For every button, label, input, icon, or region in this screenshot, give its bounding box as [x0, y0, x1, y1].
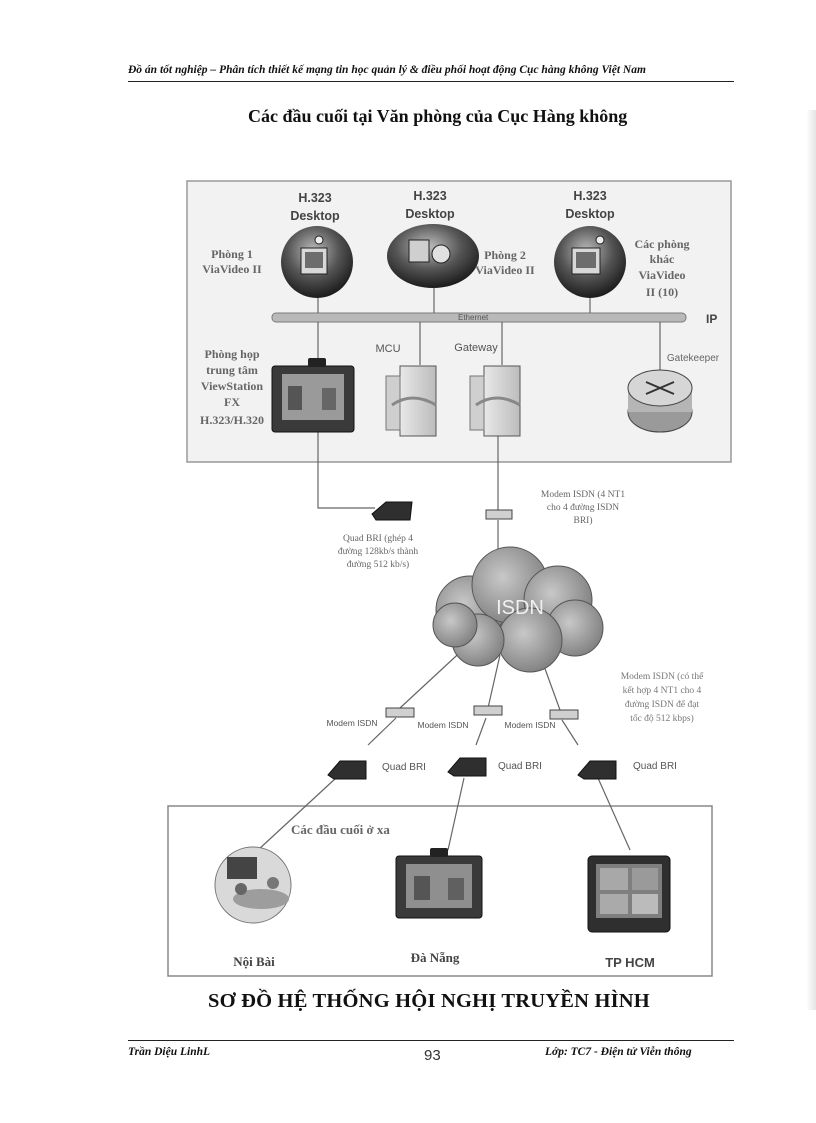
modem-3 — [549, 709, 579, 720]
remote-frame — [167, 805, 713, 977]
modem-1-label: Modem ISDN — [326, 718, 377, 728]
quad-bri-3-label: Quad BRI — [633, 761, 677, 772]
quad-bri-2 — [447, 757, 487, 777]
desktop-1-type: Desktop — [290, 209, 340, 223]
gatekeeper-router — [627, 369, 693, 433]
meeting-line-4: FX — [224, 395, 240, 409]
room-3-line-4: II (10) — [646, 285, 678, 299]
gateway-label: Gateway — [454, 342, 498, 354]
page-number: 93 — [424, 1047, 441, 1064]
desktop-2-type: Desktop — [405, 207, 455, 221]
desktop-3-type: Desktop — [565, 207, 615, 221]
desktop-1-std: H.323 — [298, 191, 331, 205]
noi-bai-room — [214, 846, 292, 924]
room-3-line-1: Các phòng — [634, 237, 689, 251]
room-3-line-2: khác — [650, 252, 675, 266]
room-1-line-1: Phòng 1 — [211, 247, 253, 261]
desktop-3-std: H.323 — [573, 189, 606, 203]
meeting-line-5: H.323/H.320 — [200, 413, 264, 427]
meeting-line-2: trung tâm — [206, 363, 258, 377]
gatekeeper-label: Gatekeeper — [667, 353, 720, 364]
modem-top-line-2: cho 4 đường ISDN — [547, 503, 619, 513]
quad-top-line-1: Quad BRI (ghép 4 — [343, 533, 413, 544]
modem-top-line-1: Modem ISDN (4 NT1 — [541, 489, 625, 500]
room-3-line-3: ViaVideo — [638, 268, 685, 282]
modem-top — [485, 509, 513, 520]
da-nang-tv — [395, 848, 483, 919]
site-noi-bai: Nội Bài — [233, 954, 275, 969]
quad-bri-2-label: Quad BRI — [498, 761, 542, 772]
quad-top-line-2: đường 128kb/s thành — [338, 547, 419, 557]
ethernet-label: Ethernet — [458, 313, 489, 322]
desktop-camera-1 — [281, 226, 353, 298]
page-header: Đồ án tốt nghiệp – Phân tích thiết kế mạ… — [128, 64, 646, 76]
modem-note-line-1: Modem ISDN (có thể — [621, 671, 704, 682]
remote-title: Các đầu cuối ở xa — [291, 822, 390, 837]
quad-bri-1 — [327, 760, 367, 780]
gateway-device — [469, 365, 521, 437]
system-title: SƠ ĐỒ HỆ THỐNG HỘI NGHỊ TRUYỀN HÌNH — [208, 990, 650, 1012]
room-2-line-1: Phòng 2 — [484, 248, 526, 262]
quad-bri-top — [371, 501, 413, 521]
footer-rule — [128, 1040, 734, 1041]
quad-bri-3 — [577, 760, 617, 780]
modem-note-line-4: tốc độ 512 kbps) — [630, 713, 694, 724]
room-2-line-2: ViaVideo II — [475, 263, 535, 277]
modem-3-label: Modem ISDN — [504, 720, 555, 730]
modem-2 — [473, 705, 503, 716]
ethernet-bus — [271, 312, 687, 323]
meeting-line-3: ViewStation — [201, 379, 264, 393]
desktop-camera-3 — [554, 226, 626, 298]
quad-top-line-3: đường 512 kb/s) — [347, 559, 409, 570]
room-1-line-2: ViaVideo II — [202, 262, 262, 276]
header-rule — [128, 81, 734, 82]
meeting-line-1: Phòng họp — [204, 347, 259, 361]
desktop-2-std: H.323 — [413, 189, 446, 203]
figure-title: Các đầu cuối tại Văn phòng của Cục Hàng … — [248, 106, 628, 126]
footer-class: Lớp: TC7 - Điện tử Viễn thông — [545, 1046, 692, 1058]
footer-author: Trần Diệu LinhL — [128, 1046, 211, 1058]
modem-2-label: Modem ISDN — [417, 720, 468, 730]
modem-note-line-2: kết hợp 4 NT1 cho 4 — [623, 685, 702, 696]
modem-1 — [385, 707, 415, 718]
mcu-device — [385, 365, 437, 437]
scan-edge-shadow — [806, 110, 816, 1010]
modem-top-line-3: BRI) — [574, 515, 593, 526]
isdn-label: ISDN — [496, 597, 544, 619]
viewstation-tv — [271, 358, 355, 433]
site-tp-hcm: TP HCM — [605, 955, 655, 970]
tp-hcm-tv — [587, 855, 671, 933]
ip-label: IP — [706, 312, 717, 326]
desktop-camera-2 — [387, 224, 479, 288]
modem-note-line-3: đường ISDN để đạt — [625, 699, 700, 710]
quad-bri-1-label: Quad BRI — [382, 762, 426, 773]
mcu-label: MCU — [375, 343, 400, 355]
site-da-nang: Đà Nẵng — [411, 950, 460, 965]
isdn-cloud — [432, 546, 604, 673]
